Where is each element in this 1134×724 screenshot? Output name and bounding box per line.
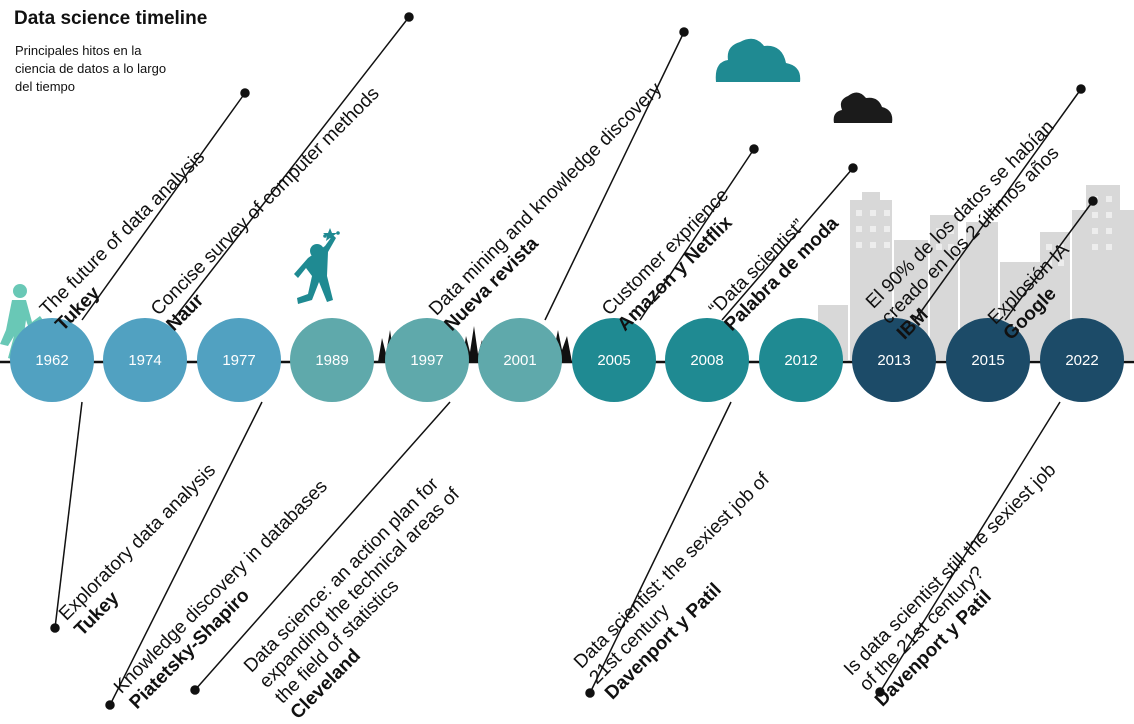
connector-line (194, 401, 451, 691)
connector-line (109, 401, 263, 706)
year-marker-1989: 1989 (290, 318, 374, 402)
city-skyline-icon (818, 185, 1134, 360)
year-label: 2012 (784, 352, 817, 369)
year-label: 1997 (410, 352, 443, 369)
year-circles: 1962 1974 1977 1989 1997 2001 2005 2008 2012 2013… (10, 318, 1124, 402)
year-label: 2015 (971, 352, 1004, 369)
year-circle (665, 318, 749, 402)
connector-line (54, 401, 83, 629)
year-marker-2005: 2005 (572, 318, 656, 402)
page-title: Data science timeline (14, 8, 208, 29)
year-label: 1977 (222, 352, 255, 369)
connector-dot (50, 623, 60, 633)
year-label: 2005 (597, 352, 630, 369)
walking-person-icon (0, 284, 43, 360)
connector-lines (50, 12, 1098, 710)
year-circle (852, 318, 936, 402)
year-marker-1997: 1997 (385, 318, 469, 402)
year-label: 1974 (128, 352, 161, 369)
connector-dot (404, 12, 414, 22)
year-circle (1040, 318, 1124, 402)
year-circle (385, 318, 469, 402)
year-marker-1977: 1977 (197, 318, 281, 402)
connector-line (589, 401, 732, 694)
black-cloud-icon (833, 92, 893, 123)
year-marker-1974: 1974 (103, 318, 187, 402)
year-label: 1962 (35, 352, 68, 369)
connector-line (172, 16, 410, 321)
connector-line (81, 92, 246, 321)
year-circle (103, 318, 187, 402)
connector-line (914, 88, 1082, 321)
connector-dot (1088, 196, 1098, 206)
year-label: 1989 (315, 352, 348, 369)
year-circle (572, 318, 656, 402)
connector-dot (875, 687, 885, 697)
year-circle (946, 318, 1030, 402)
year-marker-1962: 1962 (10, 318, 94, 402)
connector-dot (749, 144, 759, 154)
connector-line (879, 401, 1061, 693)
year-label: 2013 (877, 352, 910, 369)
connector-dot (240, 88, 250, 98)
connector-dot (190, 685, 200, 695)
year-circle (759, 318, 843, 402)
year-label: 2022 (1065, 352, 1098, 369)
page-subtitle: Principales hitos en la ciencia de datos… (15, 43, 167, 94)
year-marker-2001: 2001 (478, 318, 562, 402)
connector-line (1004, 200, 1094, 321)
connector-line (721, 167, 854, 321)
year-label: 2008 (690, 352, 723, 369)
connector-dot (1076, 84, 1086, 94)
connector-line (639, 148, 755, 321)
teal-cloud-icon (715, 38, 801, 82)
year-label: 2001 (503, 352, 536, 369)
year-circle (10, 318, 94, 402)
year-marker-2008: 2008 (665, 318, 749, 402)
connector-dot (105, 700, 115, 710)
year-marker-2013: 2013 (852, 318, 936, 402)
year-marker-2022: 2022 (1040, 318, 1124, 402)
year-marker-2015: 2015 (946, 318, 1030, 402)
connector-dot (679, 27, 689, 37)
year-circle (478, 318, 562, 402)
year-circle (197, 318, 281, 402)
connector-dot (848, 163, 858, 173)
connector-line (544, 31, 685, 321)
year-marker-2012: 2012 (759, 318, 843, 402)
connector-dot (585, 688, 595, 698)
jumping-person-icon (294, 228, 340, 304)
year-circle (290, 318, 374, 402)
